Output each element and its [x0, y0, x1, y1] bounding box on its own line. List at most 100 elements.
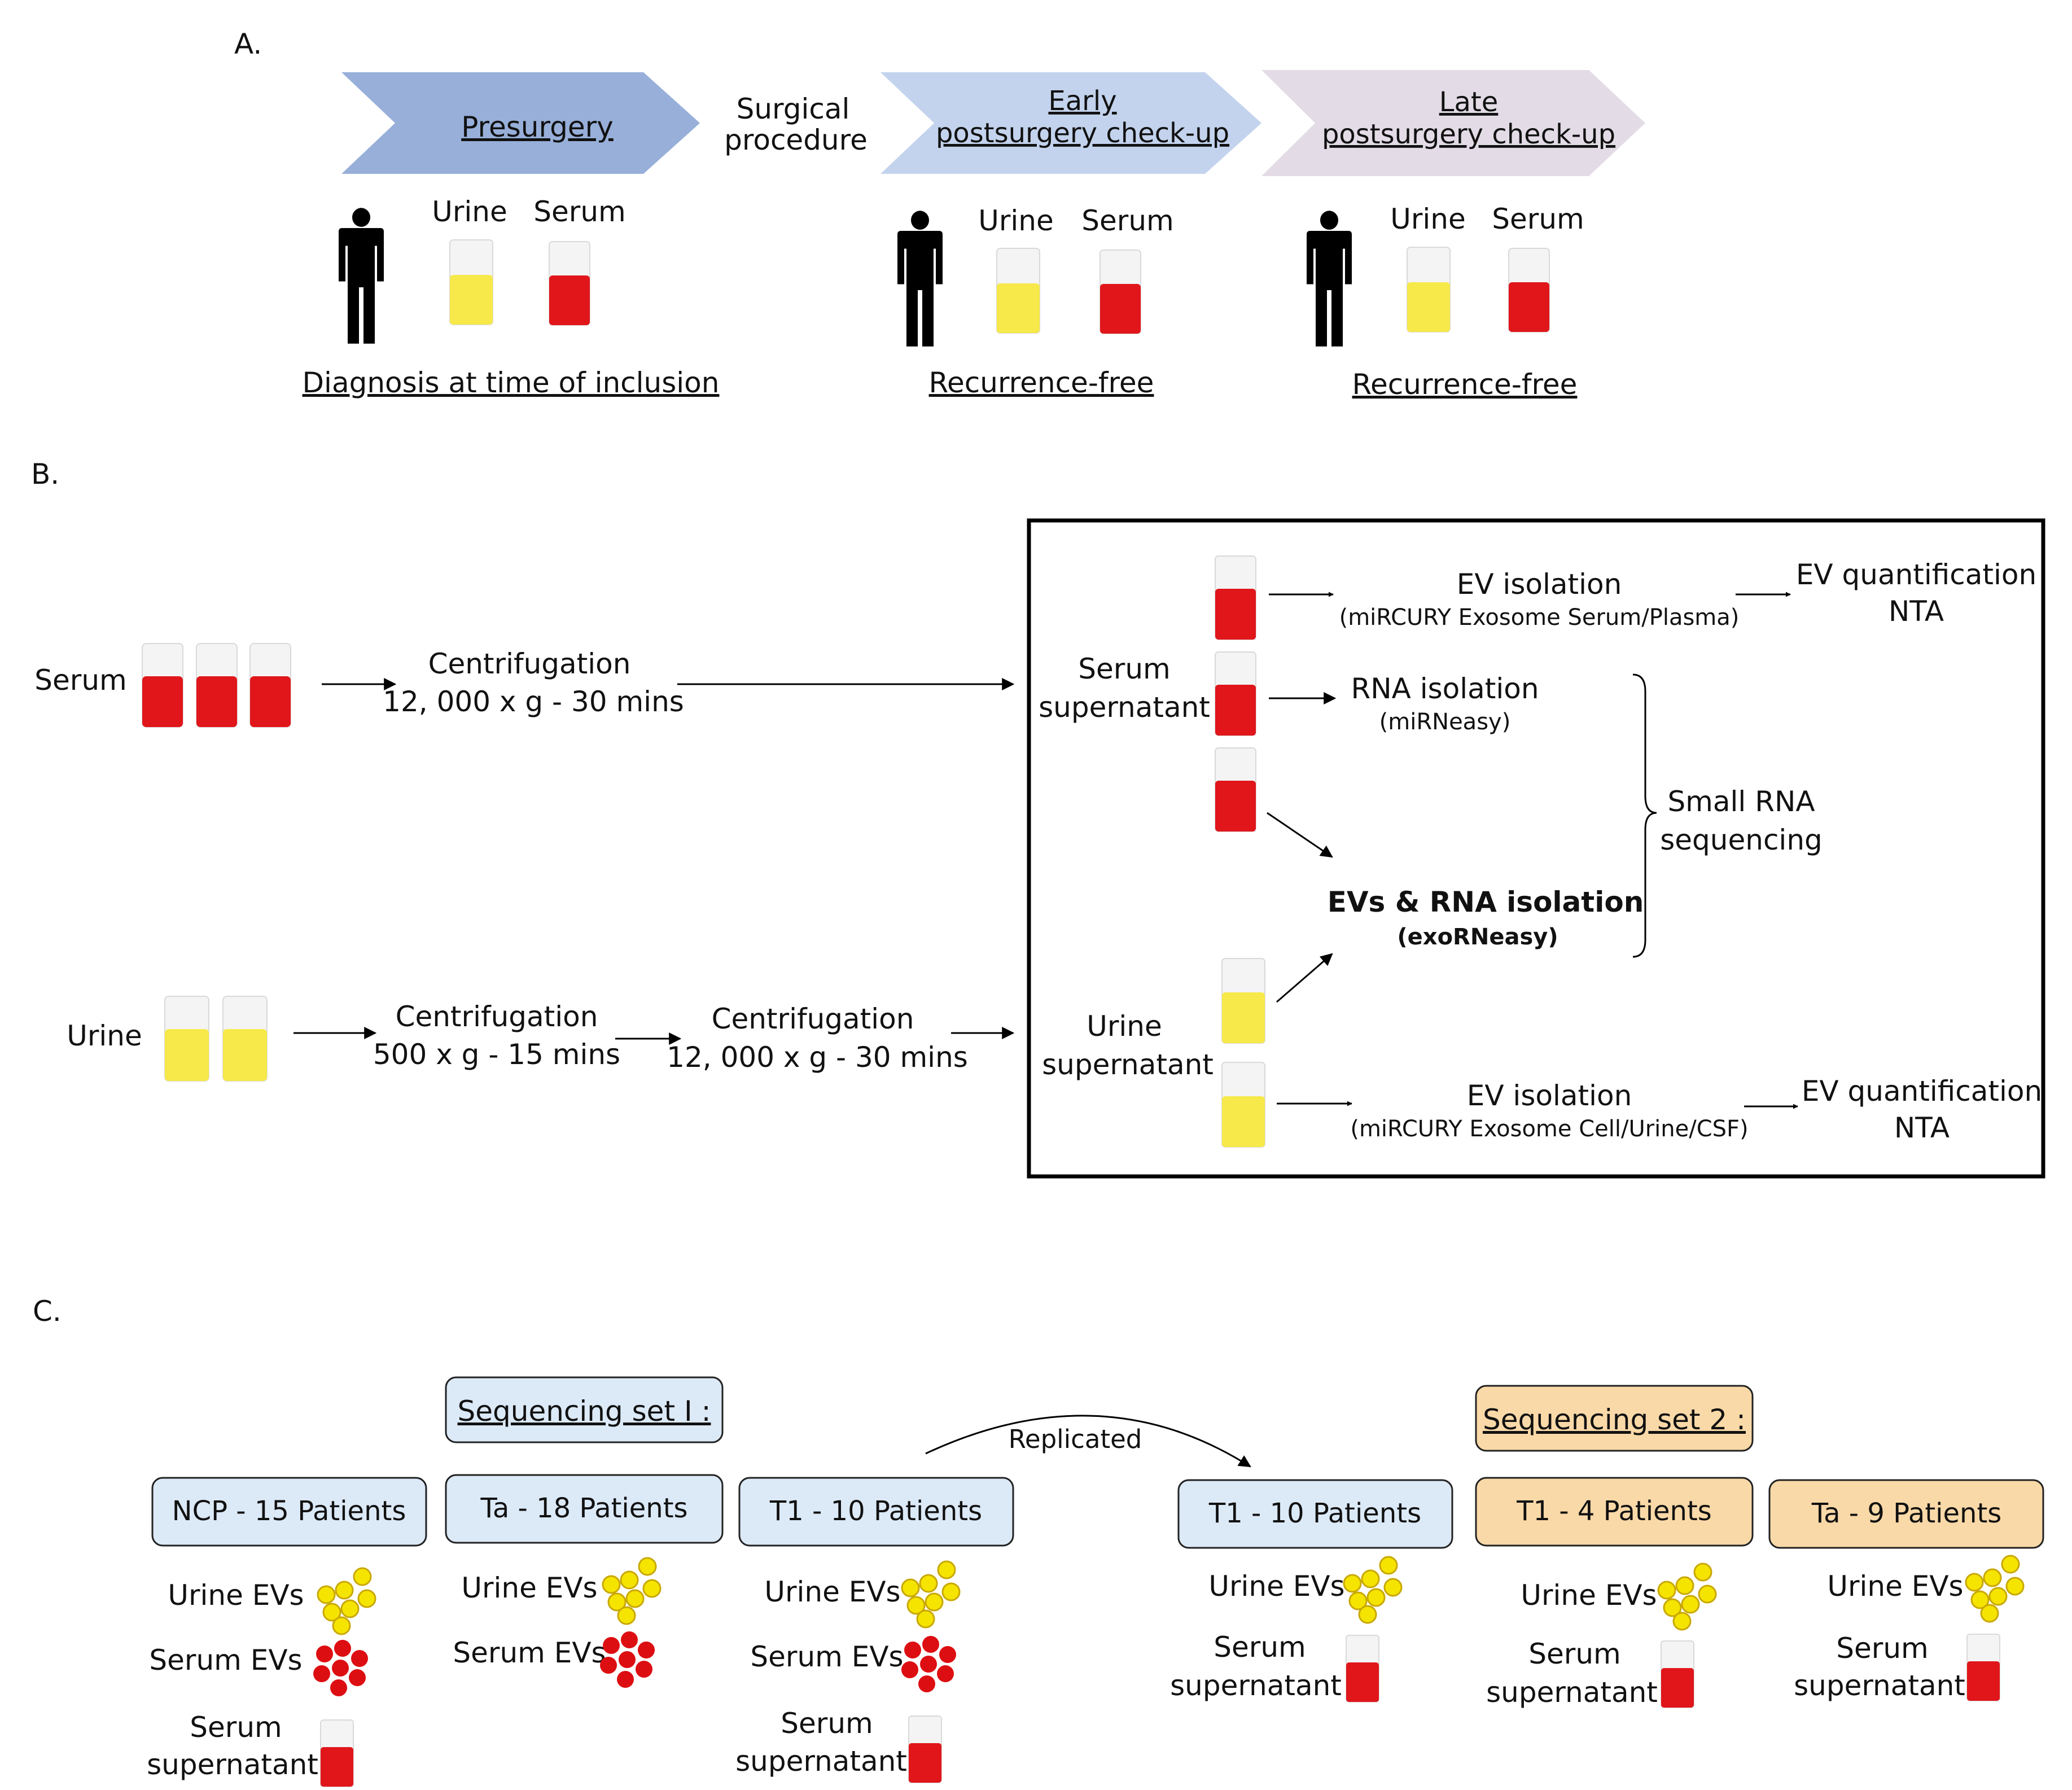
serum-supernatant-line1: Serum [1078, 653, 1170, 685]
recurrence-free-label: Recurrence-free [929, 366, 1154, 399]
centrifugation-title: Centrifugation [428, 647, 631, 680]
urine-ev-dots [602, 1557, 662, 1625]
group-label: Ta - 18 Patients [480, 1493, 687, 1524]
early-title-line2: postsurgery check-up [936, 117, 1229, 149]
group-box [445, 1474, 724, 1544]
panel-a: A. Presurgery Early postsurgery check-up… [234, 28, 1645, 401]
presurgery-chevron [341, 72, 700, 174]
ev-quantification-line2: NTA [1889, 595, 1944, 628]
urine-tube [1221, 1062, 1265, 1148]
group-box [151, 1477, 427, 1547]
presurgery-title: Presurgery [461, 111, 614, 143]
ev-isolation-kit: (miRCURY Exosome Serum/Plasma) [1339, 605, 1740, 631]
serum-evs-label: Serum EVs [149, 1644, 302, 1677]
group-label: Ta - 9 Patients [1811, 1498, 2002, 1529]
early-title-line1: Early [1048, 85, 1116, 117]
serum-tube [1215, 555, 1256, 640]
urine-ev-dots [901, 1560, 961, 1629]
late-title-line2: postsurgery check-up [1322, 119, 1615, 150]
urine-supernatant-line2: supernatant [1042, 1048, 1214, 1081]
ev-quantification-line1: EV quantification [1802, 1075, 2042, 1108]
arrow [1267, 812, 1333, 858]
ev-isolation-kit: (miRCURY Exosome Cell/Urine/CSF) [1350, 1116, 1748, 1142]
urine-evs-label: Urine EVs [1827, 1570, 1963, 1603]
supernatant-line2: supernatant [147, 1748, 318, 1781]
serum-tube [1215, 651, 1256, 736]
supernatant-line2: supernatant [735, 1745, 907, 1778]
supernatant-line2: supernatant [1794, 1669, 1965, 1702]
serum-supernatant-line2: supernatant [1039, 691, 1210, 724]
serum-label: Serum [1492, 203, 1584, 235]
evs-rna-isolation-title: EVs & RNA isolation [1328, 886, 1644, 918]
group-label: T1 - 4 Patients [1516, 1495, 1712, 1527]
urine-ev-dots [1343, 1556, 1403, 1624]
urine-evs-label: Urine EVs [764, 1575, 900, 1608]
serum-evs-label: Serum EVs [453, 1636, 606, 1669]
late-title-line1: Late [1439, 86, 1499, 118]
centrifugation-title: Centrifugation [396, 1000, 598, 1033]
early-postsurgery-chevron [881, 72, 1261, 174]
urine-evs-label: Urine EVs [168, 1579, 304, 1612]
supernatant-line1: Serum [1836, 1632, 1928, 1665]
urine-evs-label: Urine EVs [1521, 1579, 1657, 1612]
serum-evs-label: Serum EVs [750, 1640, 903, 1673]
small-rna-line1: Small RNA [1667, 785, 1815, 818]
patient-icon [1307, 211, 1352, 347]
sequencing-set-2-box [1475, 1385, 1754, 1452]
group-box [1768, 1479, 2044, 1549]
serum-tube [1346, 1635, 1379, 1703]
centrifugation-detail: 12, 000 x g - 30 mins [383, 685, 684, 718]
rna-isolation-title: RNA isolation [1351, 672, 1539, 705]
group-box [1475, 1477, 1754, 1547]
processing-box [1027, 518, 2045, 1179]
serum-tube [142, 643, 183, 728]
centrifugation-detail: 12, 000 x g - 30 mins [667, 1041, 968, 1074]
group-label: T1 - 10 Patients [1208, 1498, 1421, 1529]
urine-label: Urine [432, 195, 507, 228]
urine-evs-label: Urine EVs [461, 1572, 597, 1604]
urine-label: Urine [978, 204, 1054, 237]
urine-ev-dots [1657, 1563, 1717, 1631]
urine-ev-dots [317, 1567, 376, 1635]
serum-tube [1215, 747, 1256, 832]
surgical-procedure-line2: procedure [724, 124, 868, 156]
ev-isolation-title: EV isolation [1467, 1079, 1632, 1112]
ev-quantification-line2: NTA [1894, 1111, 1950, 1144]
supernatant-line2: supernatant [1170, 1669, 1342, 1702]
patient-icon [339, 208, 384, 344]
serum-ev-dots [901, 1636, 956, 1692]
small-rna-line2: sequencing [1660, 824, 1823, 856]
serum-label: Serum [533, 195, 625, 228]
supernatant-line1: Serum [190, 1711, 282, 1744]
serum-tube [196, 643, 238, 728]
late-postsurgery-chevron [1261, 70, 1645, 176]
serum-tube [1099, 250, 1141, 334]
panel-c: C. Sequencing set I : Sequencing set 2 :… [33, 1295, 2044, 1787]
patient-icon [897, 211, 943, 347]
brace [1632, 673, 1657, 958]
serum-ev-dots [600, 1631, 655, 1688]
urine-evs-label: Urine EVs [1208, 1570, 1344, 1603]
supernatant-line2: supernatant [1486, 1676, 1658, 1709]
serum-ev-dots [313, 1640, 368, 1696]
diagnosis-label: Diagnosis at time of inclusion [303, 366, 720, 399]
serum-tube [249, 643, 291, 728]
supernatant-line1: Serum [1214, 1631, 1306, 1664]
serum-tube [1966, 1634, 2000, 1701]
urine-tube [164, 996, 209, 1082]
group-label: NCP - 15 Patients [172, 1495, 406, 1527]
urine-label: Urine [67, 1019, 142, 1052]
urine-tube [449, 239, 493, 325]
urine-label: Urine [1390, 203, 1466, 235]
surgical-procedure-line1: Surgical [737, 93, 850, 125]
serum-tube [1661, 1640, 1694, 1708]
replicated-label: Replicated [1009, 1424, 1142, 1454]
panel-b-label: B. [31, 458, 59, 491]
recurrence-free-label: Recurrence-free [1352, 368, 1578, 401]
sequencing-set-2-title: Sequencing set 2 : [1483, 1403, 1746, 1436]
serum-tube [1508, 248, 1550, 332]
supernatant-line1: Serum [781, 1707, 873, 1740]
urine-supernatant-line1: Urine [1087, 1010, 1162, 1043]
group-box [738, 1477, 1014, 1547]
